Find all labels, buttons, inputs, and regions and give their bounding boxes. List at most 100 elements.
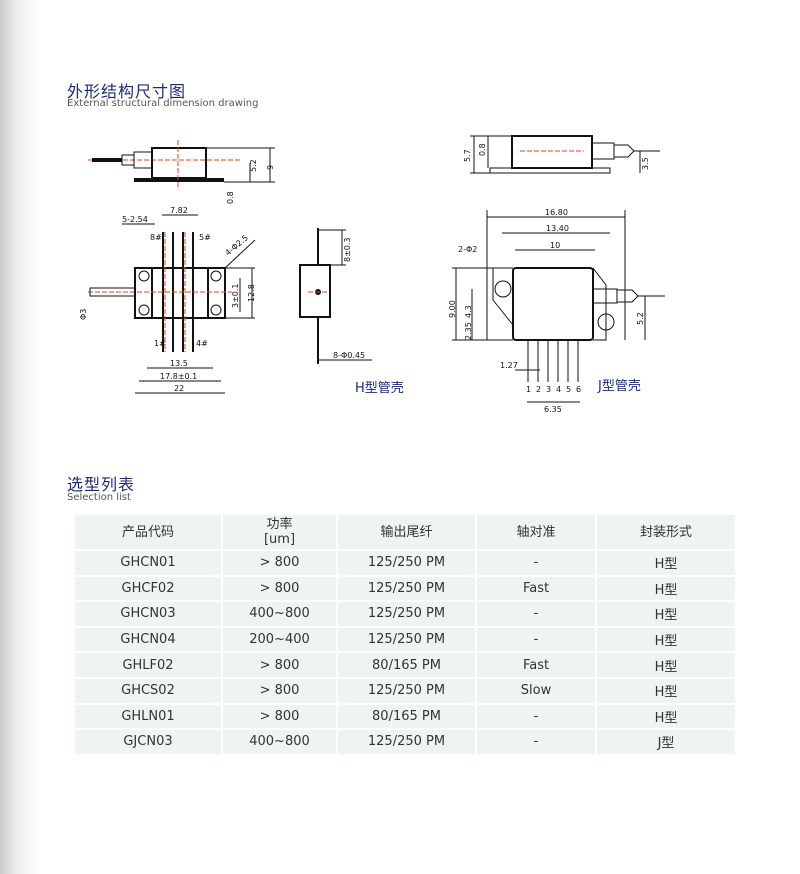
table-cell: > 800 — [223, 551, 336, 575]
table-cell: H型 — [597, 704, 735, 729]
section-subtitle-drawing: External structural dimension drawing — [67, 98, 259, 109]
table-cell: > 800 — [223, 576, 336, 601]
table-cell: 80/165 PM — [338, 653, 475, 677]
svg-text:5.2: 5.2 — [636, 312, 645, 325]
table-cell: Fast — [477, 576, 595, 601]
column-header: 封装形式 — [597, 515, 735, 549]
table-cell: > 800 — [223, 678, 336, 703]
j-side-view: 5.7 0.8 3.5 — [463, 135, 660, 174]
svg-text:1.27: 1.27 — [500, 361, 518, 370]
svg-text:2.35: 2.35 — [464, 322, 473, 340]
svg-text:0.8: 0.8 — [226, 191, 235, 204]
svg-text:2-Φ2: 2-Φ2 — [458, 245, 477, 254]
svg-text:3: 3 — [546, 385, 551, 394]
table-cell: GHCF02 — [75, 576, 221, 601]
table-header-row: 产品代码功率[um]输出尾纤轴对准封装形式 — [75, 515, 735, 549]
table-cell: - — [477, 730, 595, 754]
svg-text:8#: 8# — [150, 233, 162, 242]
svg-text:6.35: 6.35 — [544, 405, 562, 414]
h-end-view: 8±0.3 8-Φ0.45 H型管壳 — [299, 228, 404, 396]
table-cell: H型 — [597, 576, 735, 601]
svg-text:6: 6 — [576, 385, 581, 394]
svg-text:0.8: 0.8 — [478, 143, 487, 156]
table-cell: - — [477, 551, 595, 575]
column-header: 轴对准 — [477, 515, 595, 549]
table-cell: Slow — [477, 678, 595, 703]
table-cell: - — [477, 704, 595, 729]
h-side-view: 5.2 9 0.8 — [88, 140, 275, 204]
svg-text:1: 1 — [526, 385, 531, 394]
svg-text:4#: 4# — [196, 339, 208, 348]
table-cell: 125/250 PM — [338, 678, 475, 703]
svg-text:17.8±0.1: 17.8±0.1 — [160, 372, 197, 381]
svg-text:5: 5 — [566, 385, 571, 394]
table-cell: GHLN01 — [75, 704, 221, 729]
table-cell: J型 — [597, 730, 735, 754]
svg-text:1#: 1# — [154, 339, 166, 348]
j-top-view: 16.80 13.40 10 2-Φ2 9.00 4.3 2.35 5.2 1.… — [448, 208, 665, 414]
svg-text:8±0.3: 8±0.3 — [343, 237, 352, 262]
table-cell: GJCN03 — [75, 730, 221, 754]
table-cell: 125/250 PM — [338, 576, 475, 601]
svg-text:3±0.1: 3±0.1 — [231, 283, 240, 308]
svg-text:13.5: 13.5 — [170, 359, 188, 368]
svg-text:12.8: 12.8 — [247, 284, 256, 302]
column-header: 产品代码 — [75, 515, 221, 549]
table-cell: GHCN03 — [75, 602, 221, 626]
table-cell: - — [477, 627, 595, 652]
svg-text:10: 10 — [550, 241, 560, 250]
svg-text:13.40: 13.40 — [546, 224, 569, 233]
table-cell: GHCN01 — [75, 551, 221, 575]
table-cell: GHCS02 — [75, 678, 221, 703]
svg-text:22: 22 — [174, 384, 184, 393]
svg-text:4-Φ2.5: 4-Φ2.5 — [224, 233, 250, 257]
svg-text:4.3: 4.3 — [464, 305, 473, 318]
svg-text:5.7: 5.7 — [463, 149, 472, 162]
table-cell: 80/165 PM — [338, 704, 475, 729]
svg-text:5-2.54: 5-2.54 — [122, 215, 148, 224]
svg-text:9: 9 — [266, 165, 275, 170]
table-cell: H型 — [597, 627, 735, 652]
table-cell: H型 — [597, 602, 735, 626]
section-title-drawing: 外形结构尺寸图 — [67, 82, 187, 101]
svg-text:3.5: 3.5 — [641, 157, 650, 170]
dimension-drawings: 5.2 9 0.8 7.82 5-2.54 8# 5# 4-Φ2.5 Φ3 3±… — [79, 135, 665, 414]
table-cell: H型 — [597, 678, 735, 703]
section-title-selection: 选型列表 — [67, 475, 136, 494]
table-cell: - — [477, 602, 595, 626]
table-cell: Fast — [477, 653, 595, 677]
table-cell: 200~400 — [223, 627, 336, 652]
table-cell: 400~800 — [223, 602, 336, 626]
h-package-caption: H型管壳 — [355, 381, 404, 396]
svg-text:16.80: 16.80 — [545, 208, 568, 217]
svg-text:4: 4 — [556, 385, 561, 394]
table-cell: 125/250 PM — [338, 730, 475, 754]
j-package-caption: J型管壳 — [597, 379, 641, 394]
svg-text:5#: 5# — [199, 233, 211, 242]
table-cell: H型 — [597, 551, 735, 575]
svg-text:Φ3: Φ3 — [79, 309, 88, 320]
page-edge-shadow — [0, 0, 40, 874]
table-cell: GHCN04 — [75, 627, 221, 652]
svg-text:2: 2 — [536, 385, 541, 394]
table-cell: 125/250 PM — [338, 602, 475, 626]
table-cell: 125/250 PM — [338, 551, 475, 575]
table-cell: 400~800 — [223, 730, 336, 754]
table-cell: > 800 — [223, 653, 336, 677]
column-header: 功率[um] — [223, 515, 336, 549]
svg-text:9.00: 9.00 — [448, 300, 457, 318]
table-cell: 125/250 PM — [338, 627, 475, 652]
h-top-view: 7.82 5-2.54 8# 5# 4-Φ2.5 Φ3 3±0.1 12.8 1… — [79, 206, 256, 394]
table-cell: H型 — [597, 653, 735, 677]
svg-text:8-Φ0.45: 8-Φ0.45 — [333, 351, 365, 360]
table-cell: > 800 — [223, 704, 336, 729]
